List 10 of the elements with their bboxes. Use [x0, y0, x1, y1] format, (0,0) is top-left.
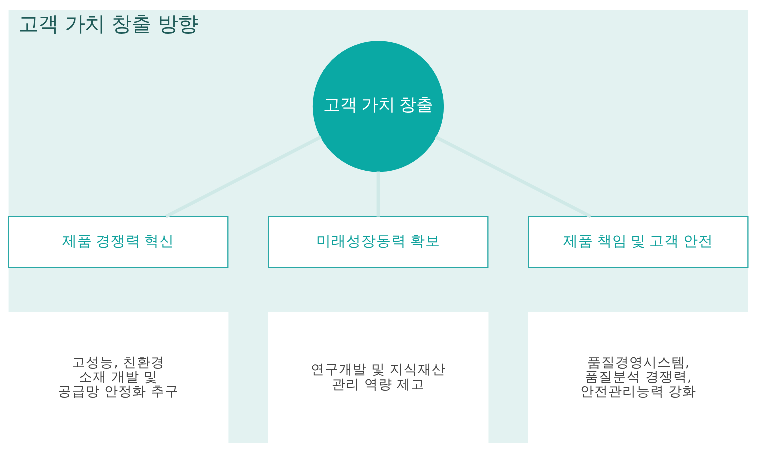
node-box: 제품 책임 및 고객 안전 [528, 216, 749, 268]
node-circle: 고객 가치 창출 [312, 41, 444, 172]
node-box: 품질경영시스템, 품질분석 경쟁력, 안전관리능력 강화 [528, 312, 749, 443]
node-box: 고성능, 친환경 소재 개발 및 공급망 안정화 추구 [8, 312, 229, 443]
diagram-title: 고객 가치 창출 방향 [18, 12, 198, 36]
node-box: 제품 경쟁력 혁신 [8, 216, 229, 268]
connector [435, 136, 592, 218]
node-box: 미래성장동력 확보 [268, 216, 489, 268]
connector [165, 136, 322, 218]
node-box: 연구개발 및 지식재산 관리 역량 제고 [268, 312, 489, 443]
